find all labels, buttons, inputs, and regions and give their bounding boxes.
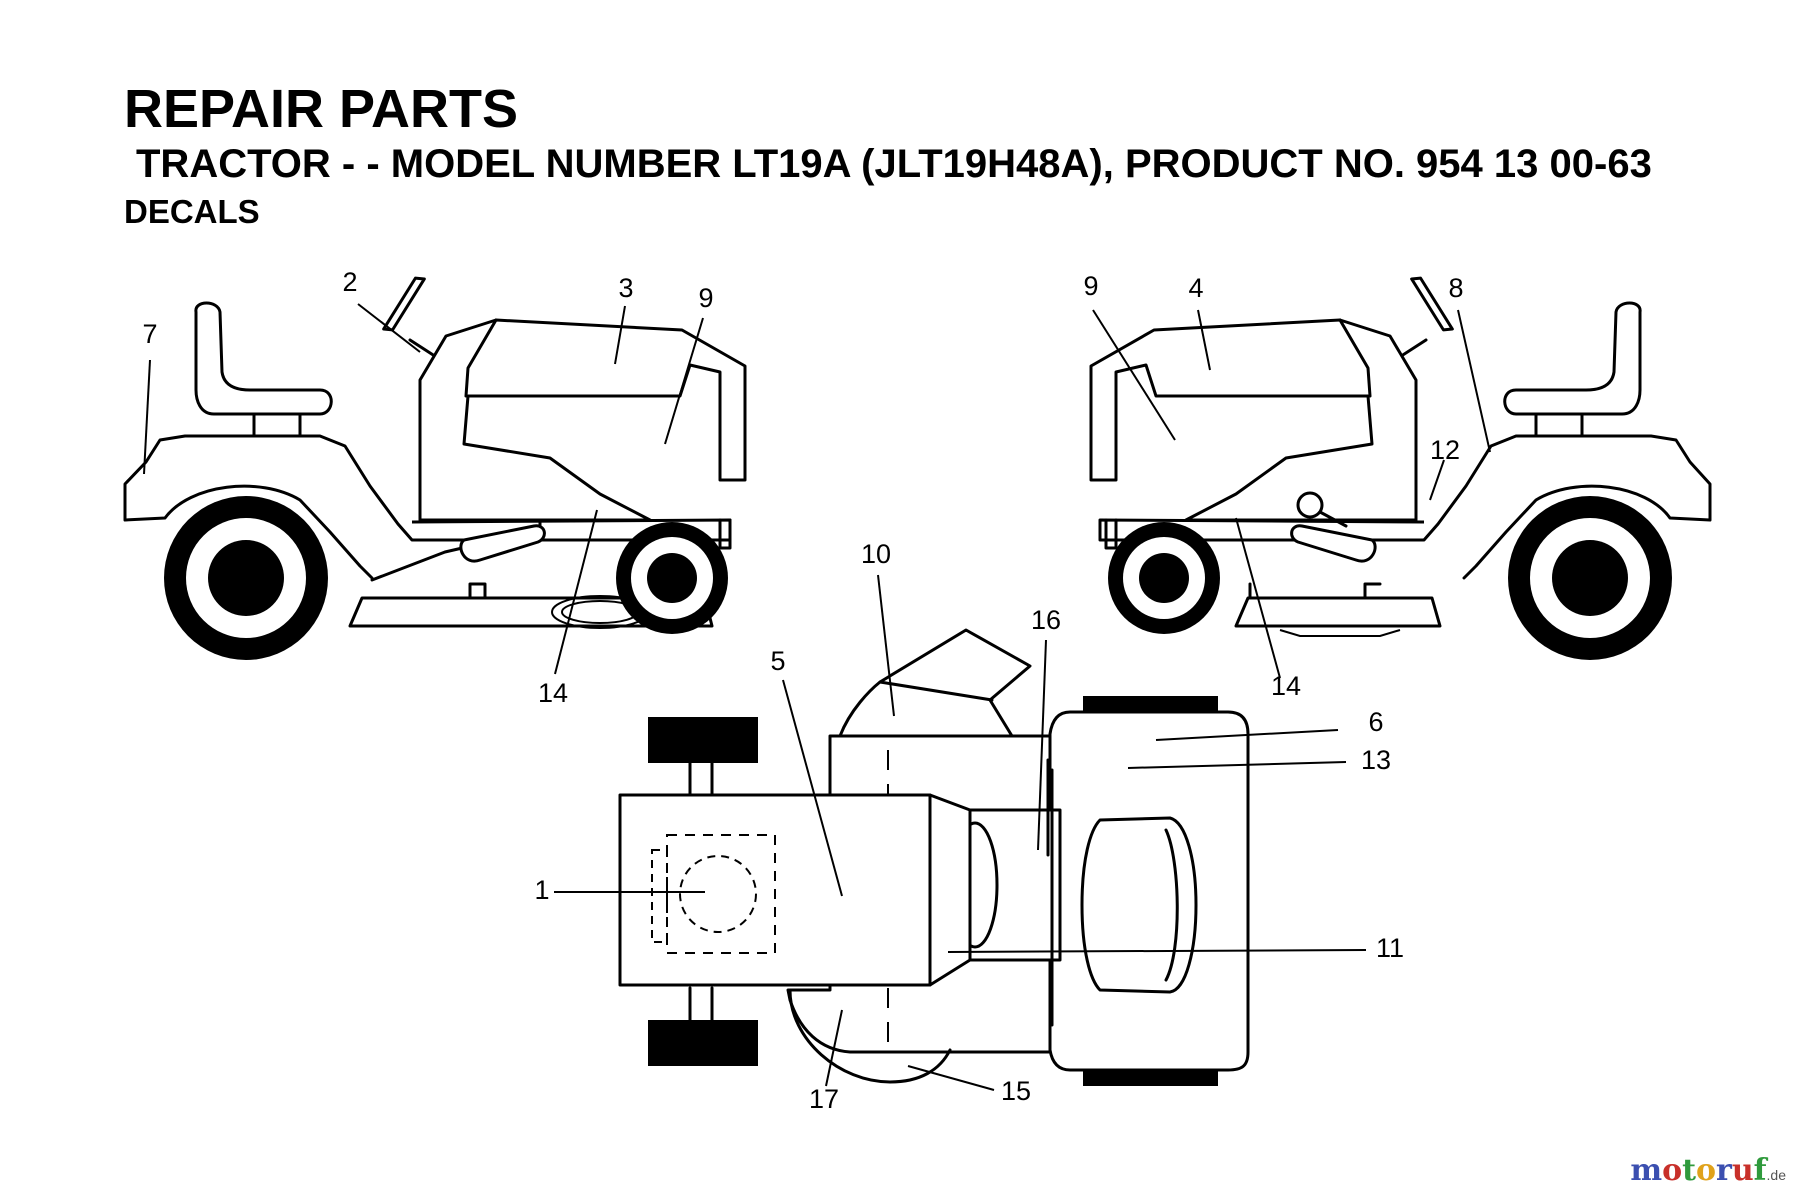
watermark-letter: m [1630, 1153, 1663, 1188]
right-steering-wheel [1410, 276, 1454, 332]
top-fuel-cap-outline [679, 855, 757, 933]
top-front-left-wheel [648, 717, 758, 763]
right-mower-deck [1234, 596, 1442, 628]
callout-3: 3 [618, 273, 633, 303]
callout-16: 16 [1031, 605, 1061, 635]
left-hood [418, 318, 747, 522]
callout-14-right: 14 [1271, 671, 1301, 701]
callout-15: 15 [1001, 1076, 1031, 1106]
callout-labels: 1 2 3 4 5 6 7 8 9 9 10 11 12 13 14 14 15… [142, 267, 1463, 1114]
left-steering-wheel [382, 276, 426, 332]
callout-2: 2 [342, 267, 357, 297]
top-rear-left-wheel [1083, 696, 1218, 712]
top-engine-outline [666, 834, 776, 954]
watermark-letter: u [1731, 1153, 1754, 1188]
tractor-left-side-view [123, 276, 747, 660]
callout-4: 4 [1188, 273, 1203, 303]
right-seat [1503, 301, 1642, 416]
watermark-letter: f [1753, 1153, 1767, 1188]
leader-lines [143, 303, 1491, 1091]
top-rear-right-wheel [1083, 1070, 1218, 1086]
callout-8: 8 [1448, 273, 1463, 303]
callout-6: 6 [1368, 707, 1383, 737]
callout-12: 12 [1430, 435, 1460, 465]
callout-7: 7 [142, 319, 157, 349]
callout-13: 13 [1361, 745, 1391, 775]
callout-5: 5 [770, 646, 785, 676]
watermark-letter: o [1695, 1153, 1716, 1188]
left-footrest [459, 524, 546, 563]
top-hood [618, 793, 972, 987]
tractor-top-view [618, 628, 1250, 1086]
callout-14-left: 14 [538, 678, 568, 708]
callout-9-right: 9 [1083, 271, 1098, 301]
section-heading: DECALS [124, 193, 260, 230]
top-seat [1080, 816, 1198, 994]
right-hood [1089, 318, 1418, 522]
callout-11: 11 [1376, 933, 1404, 963]
page-title: REPAIR PARTS [124, 79, 519, 139]
watermark-letter: t [1682, 1153, 1696, 1188]
callout-1: 1 [534, 875, 549, 905]
callout-10: 10 [861, 539, 891, 569]
tractor-right-side-view [1089, 276, 1712, 660]
top-front-right-wheel [648, 1020, 758, 1066]
watermark-letter: r [1716, 1153, 1732, 1188]
callout-9-left: 9 [698, 283, 713, 313]
right-footrest [1290, 524, 1377, 563]
watermark-logo: motoruf.de [1630, 1153, 1786, 1188]
callout-17: 17 [809, 1084, 839, 1114]
watermark-letter: o [1662, 1153, 1683, 1188]
top-discharge-chute [838, 628, 1032, 738]
left-seat [194, 301, 333, 416]
model-subtitle: TRACTOR - - MODEL NUMBER LT19A (JLT19H48… [136, 142, 1652, 186]
